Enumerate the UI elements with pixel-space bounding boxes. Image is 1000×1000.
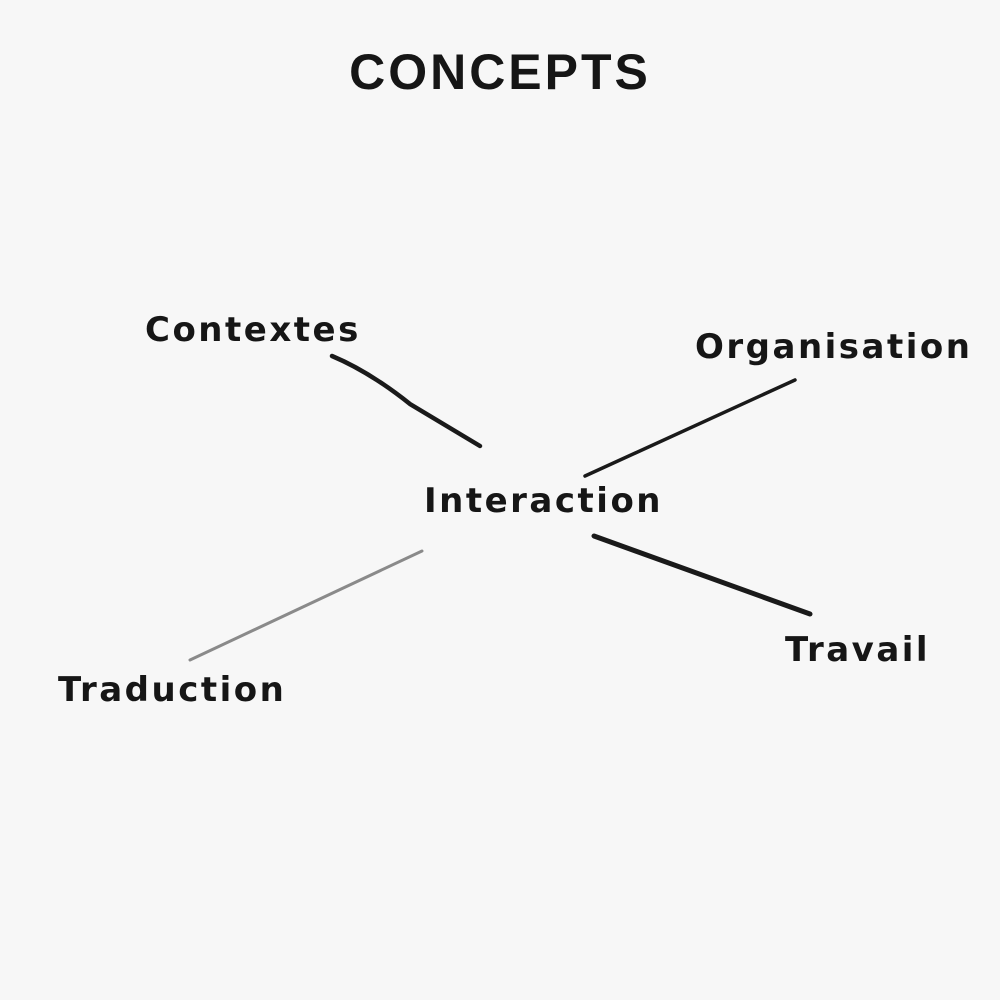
connector-contextes xyxy=(329,353,483,449)
node-traduction: Traduction xyxy=(58,670,287,710)
connector-traduction xyxy=(188,549,424,662)
node-interaction: Interaction xyxy=(424,481,664,521)
node-organisation: Organisation xyxy=(695,327,973,367)
connector-organisation xyxy=(583,378,797,478)
page-title: CONCEPTS xyxy=(349,44,651,100)
connector-travail xyxy=(591,533,813,617)
node-contextes: Contextes xyxy=(145,310,361,350)
node-travail: Travail xyxy=(785,630,931,670)
